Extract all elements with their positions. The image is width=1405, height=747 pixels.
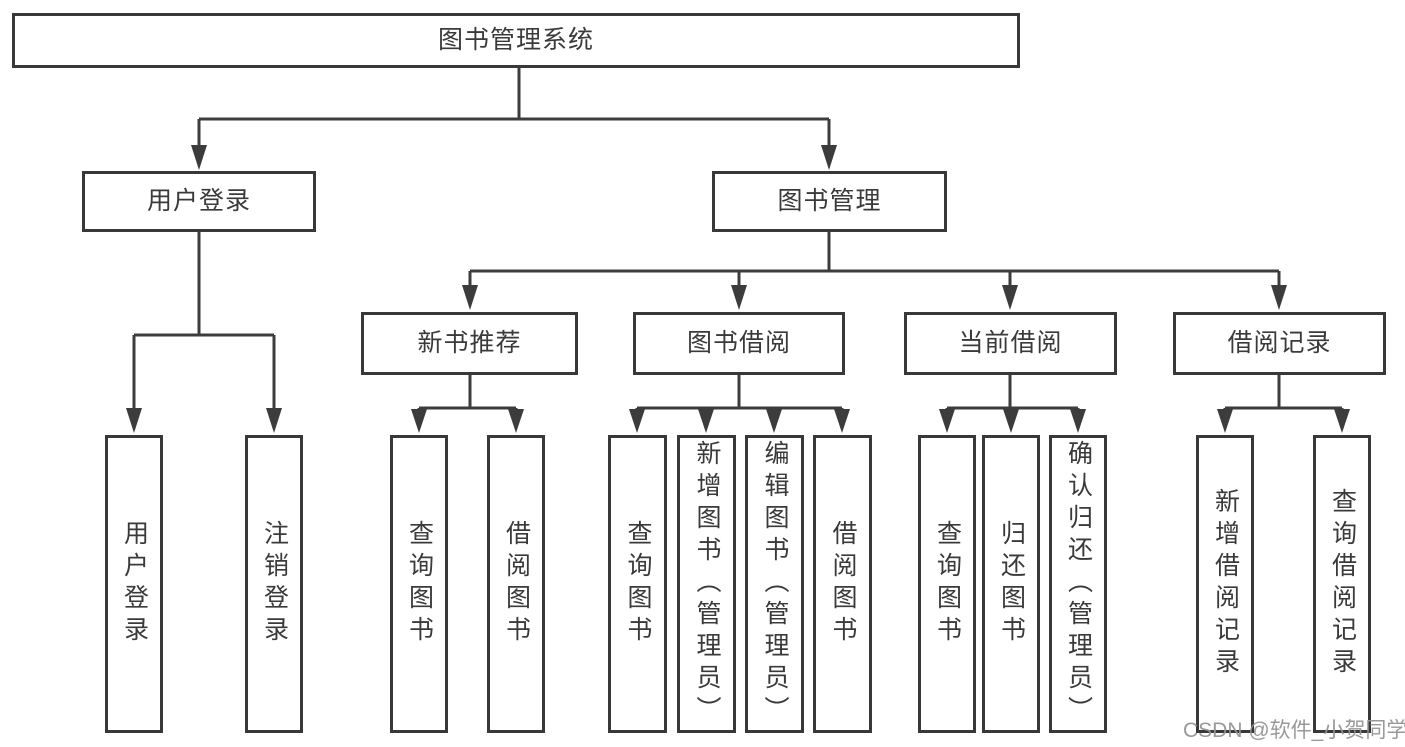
node-label: 图书借阅 [686,329,791,357]
node-label: 确认归还（管理员） [1064,440,1093,728]
node-label: 用户登录 [120,520,149,648]
node-leaf-bb-borrow-books: 借阅图书 [813,435,872,733]
node-leaf-logout: 注销登录 [245,435,303,733]
node-leaf-cb-return-books: 归还图书 [982,435,1040,733]
node-user-login: 用户登录 [82,171,316,232]
node-label: 查询图书 [933,520,962,648]
node-leaf-br-add-record: 新增借阅记录 [1196,435,1254,733]
node-leaf-user-login: 用户登录 [105,435,163,733]
node-leaf-cb-query-books: 查询图书 [918,435,976,733]
node-label: 借阅记录 [1227,329,1332,357]
node-label: 新增图书（管理员） [693,440,721,728]
node-label: 图书管理系统 [437,26,594,54]
node-label: 用户登录 [146,187,251,215]
node-label: 归还图书 [997,520,1026,648]
node-book-borrowing: 图书借阅 [633,312,845,375]
node-book-management: 图书管理 [712,171,947,232]
node-library-management-system: 图书管理系统 [12,13,1020,68]
node-leaf-br-query-record: 查询借阅记录 [1313,435,1371,733]
node-label: 新书推荐 [417,329,522,357]
node-leaf-cb-confirm-return-admin: 确认归还（管理员） [1049,435,1107,733]
node-leaf-nbr-query-books: 查询图书 [390,435,448,733]
node-label: 查询图书 [624,520,652,648]
node-label: 借阅图书 [502,520,531,648]
node-leaf-bb-add-books-admin: 新增图书（管理员） [677,435,736,733]
node-leaf-bb-edit-books-admin: 编辑图书（管理员） [745,435,804,733]
node-current-borrowing: 当前借阅 [904,312,1117,375]
node-leaf-bb-query-books: 查询图书 [608,435,667,733]
node-borrowing-records: 借阅记录 [1173,312,1386,375]
node-leaf-nbr-borrow-books: 借阅图书 [487,435,545,733]
node-label: 查询借阅记录 [1328,488,1357,680]
node-label: 当前借阅 [958,329,1063,357]
node-label: 编辑图书（管理员） [761,440,789,728]
node-label: 查询图书 [405,520,434,648]
node-new-book-recommendation: 新书推荐 [361,312,578,375]
node-label: 新增借阅记录 [1211,488,1240,680]
csdn-watermark: CSDN @软件_小贺同学 [1183,719,1405,742]
node-label: 注销登录 [260,520,289,648]
node-label: 图书管理 [777,187,882,215]
node-label: 借阅图书 [829,520,857,648]
